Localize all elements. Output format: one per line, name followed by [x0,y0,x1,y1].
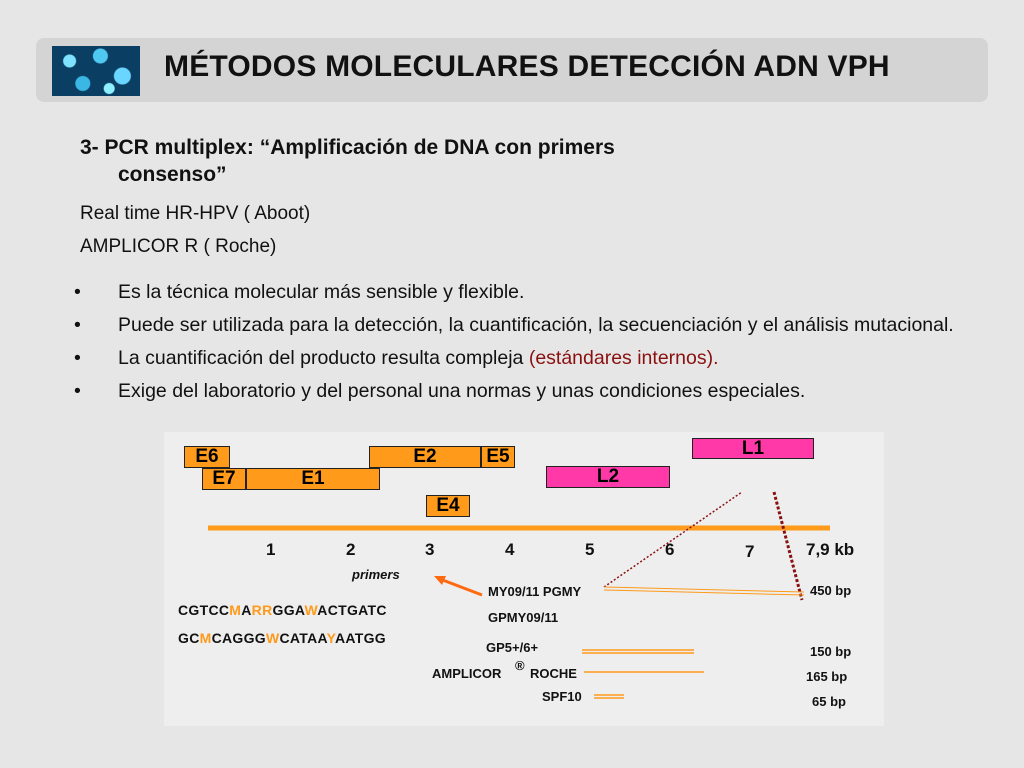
primer-sequence-1: CGTCCMARRGGAWACTGATC [178,602,387,618]
seq-degenerate: M [199,630,212,646]
seq-part: CGTCC [178,602,230,618]
bullet-list: • Es la técnica molecular más sensible y… [74,280,994,412]
registered-mark: ® [515,658,525,673]
gene-e6: E6 [184,446,230,468]
seq-degenerate: W [304,602,318,618]
bullet-text: Exige del laboratorio y del personal una… [118,380,806,402]
bullet-icon: • [74,380,81,402]
axis-tick: 4 [505,540,515,559]
bullet-icon: • [74,281,81,303]
axis-tick: 5 [585,540,595,559]
size-150: 150 bp [810,644,852,659]
seq-part: CATAA [279,630,327,646]
method-gpmy: GPMY09/11 [488,610,559,625]
seq-part: CAGGG [211,630,266,646]
section-heading: 3- PCR multiplex: “Amplificación de DNA … [80,134,615,188]
size-450: 450 bp [810,583,852,598]
title-bar: MÉTODOS MOLECULARES DETECCIÓN ADN VPH [36,38,988,102]
seq-part: ACTGATC [317,602,387,618]
gene-l2: L2 [546,466,670,488]
seq-part: AATGG [334,630,386,646]
primer-sequence-2: GCMCAGGGWCATAAYAATGG [178,630,386,646]
bullet-text-main: La cuantificación del producto resulta c… [118,347,529,369]
gene-e7: E7 [202,468,246,490]
method-amplicor: AMPLICOR [432,666,502,681]
diagram-lines [208,491,830,699]
hpv-genome-diagram: E6 E7 E1 E2 E5 E4 L2 L1 1 2 3 4 5 6 7 7,… [164,432,884,726]
axis-tick: 7 [745,542,755,561]
bullet-text: La cuantificación del producto resulta c… [118,346,719,371]
primers-label: primers [352,567,400,582]
seq-degenerate: RR [251,602,273,618]
subtitle-amplicor: AMPLICOR R ( Roche) [80,236,277,257]
axis-tick: 3 [425,540,435,559]
seq-degenerate: W [265,630,280,646]
slide-title: MÉTODOS MOLECULARES DETECCIÓN ADN VPH [164,50,890,83]
bullet-item: • Exige del laboratorio y del personal u… [74,379,994,404]
gene-e1: E1 [246,468,380,490]
bullet-icon: • [74,314,81,336]
amplicon-line [603,589,805,596]
method-spf10: SPF10 [542,689,582,704]
bullet-text: Es la técnica molecular más sensible y f… [118,281,525,303]
axis-tick: 2 [346,540,356,559]
axis-tick: 7,9 kb [806,540,855,559]
bullet-text: Puede ser utilizada para la detección, l… [118,314,954,336]
gene-l1: L1 [692,438,814,459]
method-gp5: GP5+/6+ [486,640,539,655]
bullet-item: • La cuantificación del producto resulta… [74,346,994,371]
amplicon-line [603,586,805,593]
seq-part: GC [178,630,200,646]
heading-line-1: 3- PCR multiplex: “Amplificación de DNA … [80,136,615,159]
seq-degenerate: M [229,602,242,618]
gene-e2: E2 [369,446,481,468]
bullet-item: • Puede ser utilizada para la detección,… [74,313,994,338]
primer-arrow-icon [439,577,483,597]
seq-part: GGA [272,602,305,618]
gene-e4: E4 [426,495,470,517]
primer-line-right [772,491,804,601]
method-my09: MY09/11 PGMY [488,584,582,599]
axis-tick: 1 [266,540,276,559]
bullet-highlight: (estándares internos). [528,347,719,369]
seq-part: A [241,602,252,618]
virus-image-icon [52,46,140,96]
seq-degenerate: Y [326,630,335,646]
size-65: 65 bp [812,694,846,709]
gene-e5: E5 [481,446,515,468]
size-165: 165 bp [806,669,848,684]
arrow-head-icon [434,576,446,585]
bullet-icon: • [74,347,81,369]
method-roche: ROCHE [530,666,577,681]
axis-tick: 6 [665,540,675,559]
heading-line-2: consenso” [118,163,227,186]
bullet-item: • Es la técnica molecular más sensible y… [74,280,994,305]
subtitle-realtime: Real time HR-HPV ( Aboot) [80,203,311,224]
